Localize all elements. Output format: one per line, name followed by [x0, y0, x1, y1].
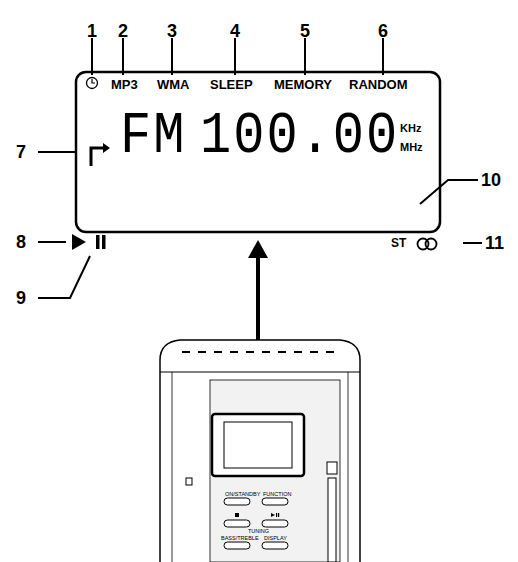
button-label: FUNCTION: [263, 492, 291, 498]
lcd-indicator: WMA: [157, 78, 190, 91]
vent-slot: [182, 351, 190, 353]
clock-hands: [92, 79, 95, 83]
callout-number: 7: [16, 143, 26, 161]
lcd-display: MP3WMASLEEPMEMORYRANDOMFM100.00KHzMHzST: [76, 72, 440, 232]
device-edge: [348, 372, 349, 562]
play-icon: [72, 234, 86, 250]
vents: [182, 351, 334, 353]
vent-slot: [262, 351, 270, 353]
lcd-indicator: MHz: [400, 142, 423, 153]
repeat-icon: [91, 148, 103, 166]
vent-slot: [198, 351, 206, 353]
button-label: DISPLAY: [264, 536, 287, 542]
callout-number: 4: [230, 22, 240, 40]
lcd-indicator: ST: [391, 237, 406, 249]
lcd-indicator: KHz: [400, 123, 421, 134]
button-label: ON/STANDBY: [225, 492, 260, 498]
vent-slot: [278, 351, 286, 353]
lcd-indicator: RANDOM: [349, 78, 408, 91]
lcd-indicator: MP3: [111, 78, 138, 91]
clock-icon: [87, 78, 98, 89]
callout-number: 6: [378, 22, 388, 40]
callout-number: 2: [118, 22, 128, 40]
button-symbols: [235, 513, 279, 517]
repeat-arrowhead: [103, 143, 110, 153]
button-label: BASS/TREBLE: [221, 536, 259, 542]
callout-number: 10: [481, 171, 501, 189]
segment-readout: 100.00: [200, 107, 399, 167]
buttons: [224, 498, 288, 549]
vent-slot: [214, 351, 222, 353]
callout-number: 8: [16, 233, 26, 251]
pointer-arrowhead: [248, 240, 268, 258]
lcd-indicator: MEMORY: [274, 78, 332, 91]
button-label: TUNING: [248, 529, 269, 535]
pause-bar: [102, 235, 106, 249]
vent-slot: [326, 351, 334, 353]
front-panel: [210, 380, 340, 562]
device-housing: [160, 340, 360, 562]
device-edge: [172, 372, 173, 562]
eject-button: [327, 462, 337, 474]
vent-slot: [310, 351, 318, 353]
pause-bar: [96, 235, 100, 249]
vent-slot: [294, 351, 302, 353]
display-window: [224, 422, 292, 468]
device-edge: [160, 372, 360, 373]
lcd-indicator: SLEEP: [210, 78, 253, 91]
vent-slot: [230, 351, 238, 353]
callout-number: 3: [167, 22, 177, 40]
stereo-icon: [426, 239, 437, 250]
callout-number: 9: [16, 289, 26, 307]
callout-number: 5: [300, 22, 310, 40]
vent-slot: [246, 351, 254, 353]
callout-number: 11: [485, 234, 504, 252]
indicator: [186, 478, 192, 485]
display-highlight: [212, 414, 304, 476]
card-slot: [328, 478, 336, 562]
callout-number: 1: [87, 22, 97, 40]
segment-readout: FM: [120, 107, 186, 167]
lcd-outline: [76, 72, 440, 232]
